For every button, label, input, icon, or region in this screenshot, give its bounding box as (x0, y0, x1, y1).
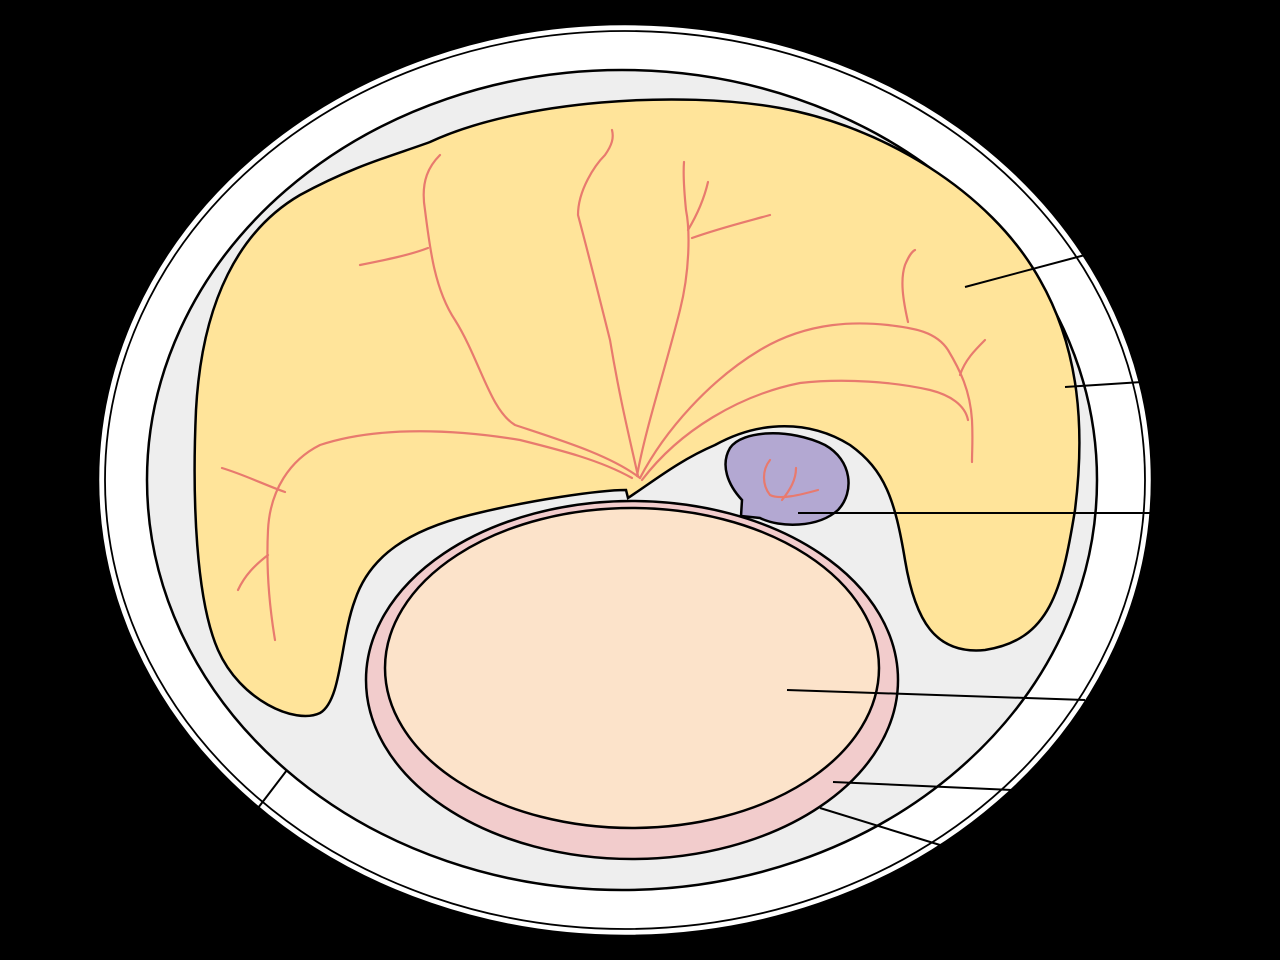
yolk-sac (724, 432, 850, 526)
leader-line-cavity (1064, 381, 1143, 388)
leader-lines (257, 254, 1152, 846)
chorionic-vessels (220, 128, 987, 642)
leader-line-placenta (964, 254, 1086, 288)
placenta (193, 98, 1081, 718)
leader-line-amniotic-cavity (786, 689, 1086, 701)
outer-wall-inner-line (104, 30, 1146, 930)
leader-line-outer-wall (257, 769, 288, 809)
leader-line-amnion (832, 781, 1013, 791)
amniotic-cavity (383, 506, 881, 830)
leader-line-chorion (819, 807, 941, 846)
